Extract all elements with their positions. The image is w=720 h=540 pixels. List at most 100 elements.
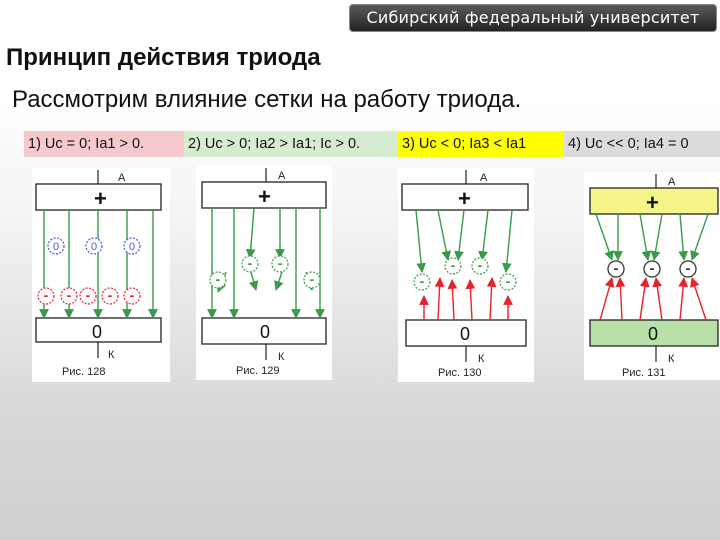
negative-grid-wire: [413, 273, 431, 291]
field-line: [248, 271, 259, 291]
electron-sign: -: [278, 255, 283, 271]
zero-sign: 0: [260, 322, 270, 342]
cathode-plate: [201, 317, 327, 345]
negative-grid-wire: [471, 257, 489, 275]
anode-plate: [201, 181, 327, 209]
anode-label: А: [118, 172, 126, 184]
electron-sign: -: [310, 271, 315, 287]
triode-figure-129: А + 0 К Рис. 129 - - -: [196, 166, 332, 380]
slide-title: Принцип действия триода: [6, 44, 321, 71]
electron: [123, 287, 141, 305]
figure-caption: Рис. 131: [622, 367, 665, 379]
repulsion-line: [486, 277, 497, 321]
anode-label: А: [668, 176, 676, 188]
field-line: [245, 207, 256, 259]
zero-sign: 0: [648, 324, 658, 344]
university-banner: Сибирский федеральный университет: [349, 4, 717, 32]
electron: [303, 271, 321, 289]
cathode-plate: [405, 319, 527, 347]
repulsion-line: [447, 279, 458, 321]
slide-subtitle: Рассмотрим влияние сетки на работу триод…: [12, 86, 522, 113]
electron-sign: -: [686, 260, 691, 276]
triode-diagram-131: А + 0 К Рис. 131 -: [589, 174, 719, 379]
field-line: [501, 209, 513, 273]
anode-label: А: [278, 170, 286, 182]
case-label-2: 2) Uc > 0; Ia2 > Ia1; Ic > 0.: [184, 131, 398, 157]
grid-sign: 0: [53, 241, 59, 253]
case-label-1: 1) Uc = 0; Ia1 > 0.: [24, 131, 184, 157]
repulsion-line: [599, 277, 615, 321]
repulsion-line: [434, 277, 445, 321]
electron-sign: -: [216, 271, 221, 287]
cathode-label: К: [668, 353, 675, 365]
repulsion-line: [690, 277, 707, 321]
repulsion-line: [678, 277, 689, 321]
grid-sign: 0: [91, 241, 97, 253]
plus-sign: +: [646, 190, 659, 215]
grid-wire-neutral: [47, 237, 65, 255]
negative-grid-wire: [607, 260, 625, 278]
case-label-3: 3) Uc < 0; Ia3 < Ia1: [398, 131, 564, 157]
field-line: [595, 213, 614, 261]
electron-sign: -: [130, 287, 135, 303]
electron-sign: -: [614, 260, 619, 276]
figure-caption: Рис. 129: [236, 365, 279, 377]
case-labels: 1) Uc = 0; Ia1 > 0. 2) Uc > 0; Ia2 > Ia1…: [0, 131, 720, 157]
electron-sign: -: [451, 257, 456, 273]
electron-sign: -: [44, 287, 49, 303]
electron: [209, 271, 227, 289]
triode-figure-128: А + 0 К Рис. 128 0 0 0: [32, 168, 170, 382]
figure-caption: Рис. 130: [438, 367, 481, 379]
repulsion-line: [652, 277, 663, 321]
electron-sign: -: [67, 287, 72, 303]
electron-sign: -: [478, 257, 483, 273]
electron: [79, 287, 97, 305]
anode-label: А: [480, 172, 488, 184]
negative-grid-wire: [444, 257, 462, 275]
electron: [37, 287, 55, 305]
field-line: [415, 209, 427, 273]
anode-plate: [589, 187, 719, 215]
cathode-label: К: [278, 351, 285, 363]
negative-grid-wire: [679, 260, 697, 278]
field-line: [690, 213, 709, 261]
cathode-plate: [35, 317, 162, 343]
electron-sign: -: [650, 260, 655, 276]
triode-figure-131: А + 0 К Рис. 131 -: [584, 172, 720, 380]
field-line: [437, 209, 452, 261]
negative-grid-wire: [499, 273, 517, 291]
grid-sign: 0: [129, 241, 135, 253]
field-line: [274, 271, 284, 291]
electron-on-grid: [271, 255, 289, 273]
plus-sign: +: [458, 186, 471, 211]
grid-wire-neutral: [123, 237, 141, 255]
triode-diagram-128: А + 0 К Рис. 128 0 0 0: [35, 170, 162, 378]
repulsion-line: [465, 279, 476, 321]
field-line: [639, 213, 652, 261]
negative-grid-wire: [643, 260, 661, 278]
zero-sign: 0: [460, 324, 470, 344]
cathode-plate: [589, 319, 719, 347]
repulsion-line: [615, 277, 626, 321]
electron-sign: -: [248, 255, 253, 271]
cathode-label: К: [108, 349, 115, 361]
case-label-4: 4) Uc << 0; Ia4 = 0: [564, 131, 720, 157]
field-line: [478, 209, 489, 261]
electron-sign: -: [108, 287, 113, 303]
electron: [60, 287, 78, 305]
electron-sign: -: [420, 273, 425, 289]
zero-sign: 0: [92, 322, 102, 342]
triode-diagram-130: А + 0 К Рис. 130 -: [401, 170, 529, 379]
field-line: [650, 213, 663, 261]
electron-sign: -: [506, 273, 511, 289]
grid-wire-neutral: [85, 237, 103, 255]
electron-sign: -: [86, 287, 91, 303]
anode-plate: [401, 183, 529, 211]
triode-diagram-129: А + 0 К Рис. 129 - - -: [201, 168, 327, 377]
plus-sign: +: [94, 186, 107, 211]
plus-sign: +: [258, 184, 271, 209]
electron: [101, 287, 119, 305]
field-line: [678, 213, 689, 261]
field-line: [454, 209, 465, 261]
repulsion-line: [639, 277, 650, 321]
